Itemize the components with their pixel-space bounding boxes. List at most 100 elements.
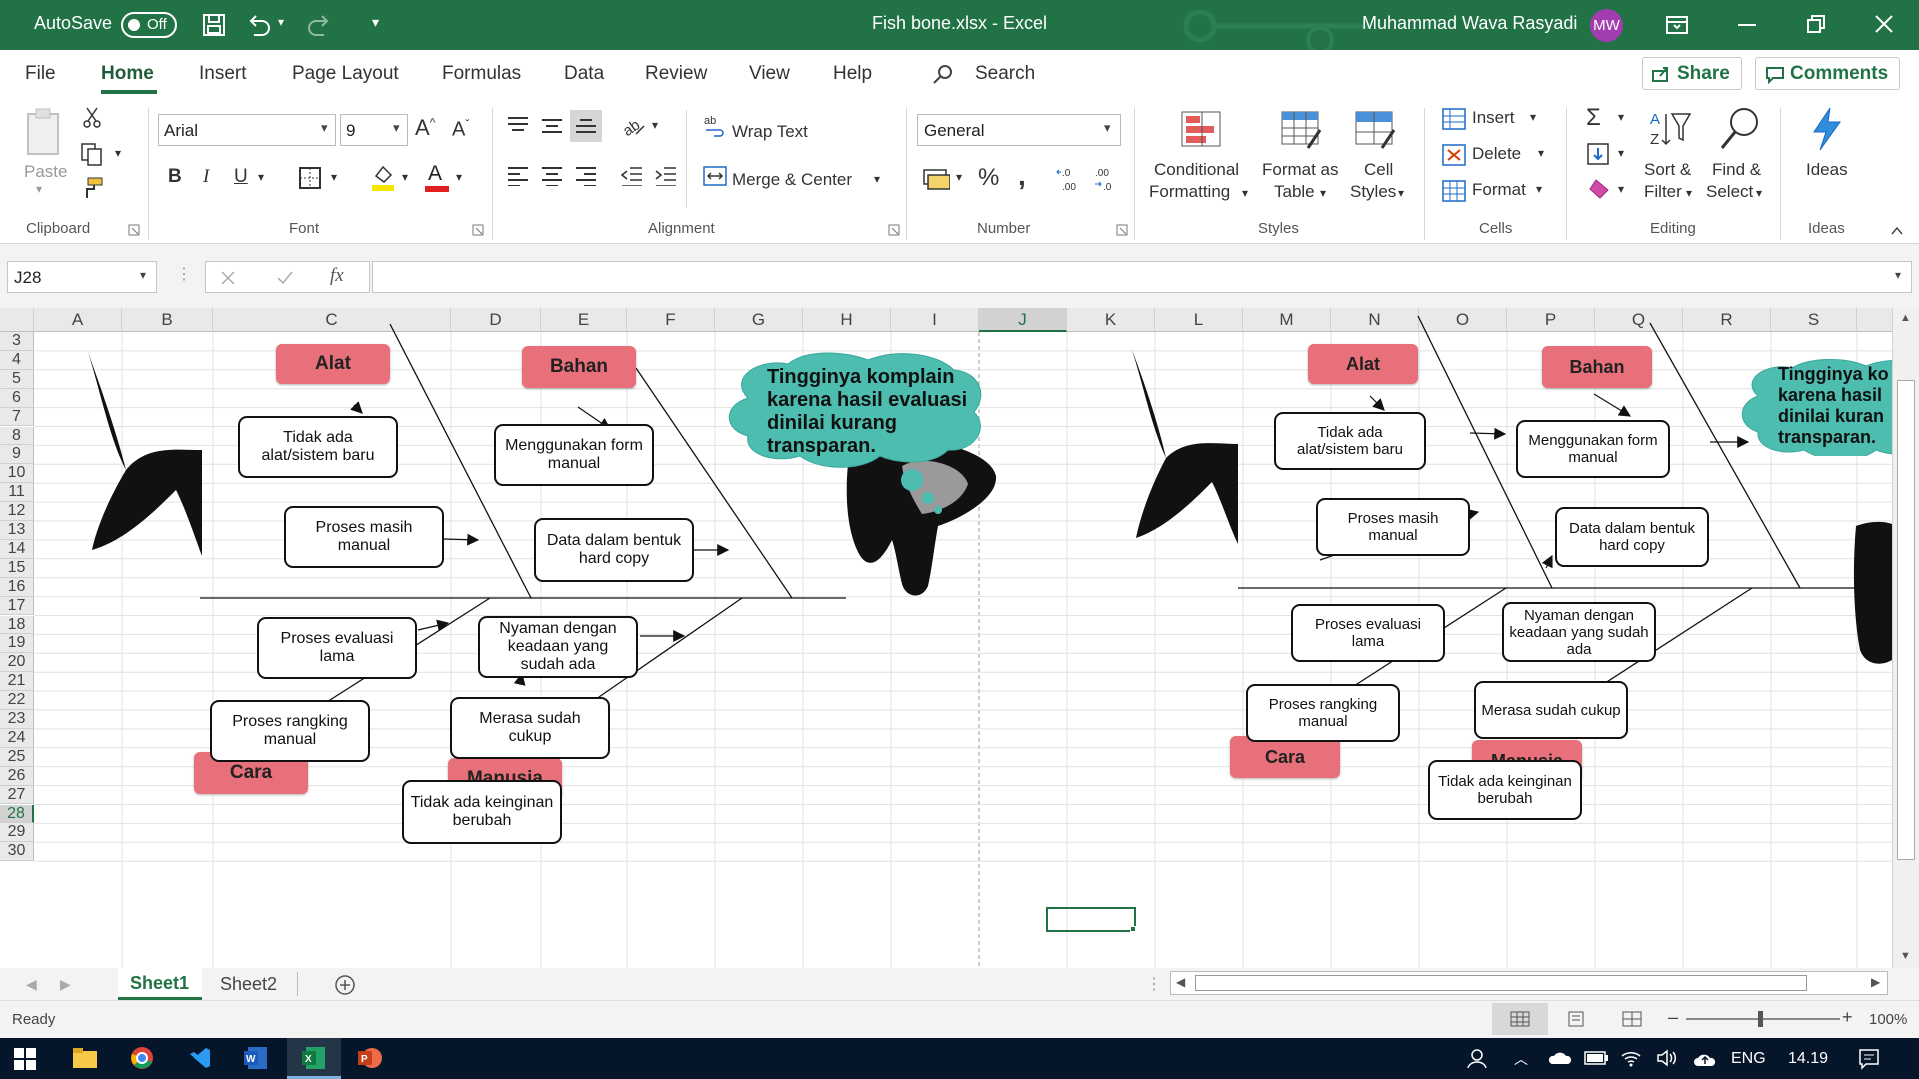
volume-icon[interactable] bbox=[1656, 1049, 1678, 1067]
row-header[interactable]: 13 bbox=[0, 521, 34, 540]
scroll-up-icon[interactable]: ▲ bbox=[1900, 312, 1911, 324]
page-break-view-icon[interactable] bbox=[1622, 1011, 1642, 1027]
scroll-right-icon[interactable]: ▶ bbox=[1871, 975, 1881, 989]
insert-cells-button[interactable]: Insert bbox=[1472, 108, 1515, 127]
column-header[interactable]: L bbox=[1155, 308, 1243, 332]
copy-dropdown-icon[interactable]: ▾ bbox=[115, 146, 122, 160]
customize-toolbar-icon[interactable]: ▾ bbox=[372, 14, 380, 30]
format-cells-icon[interactable] bbox=[1442, 180, 1466, 202]
row-header[interactable]: 21 bbox=[0, 672, 34, 692]
font-name-select[interactable]: Arial ▾ bbox=[158, 114, 336, 146]
chrome-icon[interactable] bbox=[130, 1046, 154, 1070]
column-header[interactable]: A bbox=[34, 308, 122, 332]
category-alat[interactable]: Alat bbox=[276, 344, 390, 384]
row-header[interactable]: 17 bbox=[0, 596, 34, 616]
tab-home[interactable]: Home bbox=[101, 63, 154, 84]
vscode-icon[interactable] bbox=[188, 1046, 212, 1070]
underline-dropdown-icon[interactable]: ▾ bbox=[258, 170, 265, 184]
cause-box[interactable]: Proses rangking manual bbox=[1246, 684, 1400, 742]
undo-icon[interactable] bbox=[246, 13, 272, 37]
close-icon[interactable] bbox=[1874, 14, 1894, 34]
page-layout-view-icon[interactable] bbox=[1566, 1011, 1586, 1027]
column-header[interactable]: M bbox=[1243, 308, 1331, 332]
row-header[interactable]: 12 bbox=[0, 502, 34, 521]
merge-dropdown-icon[interactable]: ▾ bbox=[874, 172, 881, 186]
restore-icon[interactable] bbox=[1806, 14, 1826, 34]
column-header[interactable]: H bbox=[803, 308, 891, 332]
row-header[interactable]: 10 bbox=[0, 464, 34, 484]
borders-dropdown-icon[interactable]: ▾ bbox=[331, 170, 338, 184]
zoom-out-icon[interactable]: – bbox=[1668, 1007, 1679, 1027]
cause-box[interactable]: Merasa sudah cukup bbox=[1474, 681, 1628, 739]
find-select-button[interactable]: Find & bbox=[1712, 160, 1762, 179]
show-hidden-icons-icon[interactable]: ︿ bbox=[1514, 1051, 1528, 1067]
chevron-down-icon[interactable]: ▾ bbox=[1536, 182, 1543, 196]
category-cara[interactable]: Cara bbox=[1230, 736, 1340, 778]
comments-button[interactable]: Comments bbox=[1755, 57, 1900, 90]
row-header[interactable]: 6 bbox=[0, 388, 34, 408]
orientation-dropdown-icon[interactable]: ▾ bbox=[652, 118, 659, 132]
powerpoint-icon[interactable]: P bbox=[358, 1046, 382, 1070]
format-cells-button[interactable]: Format bbox=[1472, 180, 1526, 199]
delete-cells-button[interactable]: Delete bbox=[1472, 144, 1522, 163]
row-header[interactable]: 23 bbox=[0, 710, 34, 729]
conditional-formatting-button[interactable]: Conditional bbox=[1154, 160, 1240, 179]
onedrive-icon[interactable] bbox=[1546, 1050, 1572, 1066]
column-header[interactable]: E bbox=[541, 308, 627, 332]
row-header[interactable]: 25 bbox=[0, 747, 34, 767]
row-header[interactable]: 29 bbox=[0, 823, 34, 843]
cause-box[interactable]: Proses evaluasi lama bbox=[1291, 604, 1445, 662]
accounting-dropdown-icon[interactable]: ▾ bbox=[956, 170, 963, 184]
search-icon[interactable] bbox=[932, 63, 954, 85]
cause-box[interactable]: Proses masih manual bbox=[284, 506, 444, 568]
scroll-down-icon[interactable]: ▼ bbox=[1900, 950, 1911, 962]
chevron-down-icon[interactable]: ▾ bbox=[1538, 146, 1545, 160]
tab-formulas[interactable]: Formulas bbox=[442, 63, 522, 84]
decrease-indent-icon[interactable] bbox=[620, 166, 644, 186]
number-format-select[interactable]: General ▾ bbox=[917, 114, 1121, 146]
percent-icon[interactable]: % bbox=[978, 164, 1000, 191]
cause-box[interactable]: Proses evaluasi lama bbox=[257, 617, 417, 679]
column-header[interactable]: K bbox=[1067, 308, 1155, 332]
cause-box[interactable]: Tidak ada alat/sistem baru bbox=[1274, 412, 1426, 470]
notifications-icon[interactable] bbox=[1858, 1048, 1880, 1070]
row-header[interactable]: 28 bbox=[0, 804, 34, 824]
cause-box[interactable]: Data dalam bentuk hard copy bbox=[1555, 507, 1709, 567]
autosave-toggle[interactable]: Off bbox=[121, 12, 177, 38]
chevron-down-icon[interactable]: ▾ bbox=[1398, 186, 1405, 200]
paste-icon[interactable] bbox=[24, 106, 64, 158]
collapse-ribbon-icon[interactable] bbox=[1890, 224, 1904, 236]
expand-formula-icon[interactable]: ▾ bbox=[1895, 268, 1902, 282]
font-size-select[interactable]: 9 ▾ bbox=[340, 114, 408, 146]
increase-font-size-icon[interactable]: A^ bbox=[415, 115, 436, 140]
chevron-down-icon[interactable]: ▾ bbox=[1686, 186, 1693, 200]
cause-box[interactable]: Nyaman dengan keadaan yang sudah ada bbox=[478, 616, 638, 678]
row-header[interactable]: 9 bbox=[0, 445, 34, 465]
insert-function-icon[interactable]: fx bbox=[330, 265, 344, 286]
row-header[interactable]: 22 bbox=[0, 691, 34, 710]
people-icon[interactable] bbox=[1466, 1048, 1488, 1070]
fill-handle[interactable] bbox=[1130, 926, 1136, 932]
cause-box[interactable]: Tidak ada keinginan berubah bbox=[1428, 760, 1582, 820]
scroll-left-icon[interactable]: ◀ bbox=[1176, 975, 1186, 989]
cause-box[interactable]: Menggunakan form manual bbox=[494, 424, 654, 486]
zoom-slider[interactable] bbox=[1686, 1011, 1840, 1027]
formula-input[interactable]: ▾ bbox=[372, 261, 1912, 293]
zoom-level[interactable]: 100% bbox=[1869, 1011, 1908, 1028]
increase-decimal-icon[interactable]: .0.00 bbox=[1056, 166, 1084, 192]
clipboard-launcher-icon[interactable] bbox=[128, 224, 140, 236]
tab-review[interactable]: Review bbox=[645, 63, 708, 84]
language-indicator[interactable]: ENG bbox=[1731, 1050, 1766, 1067]
row-header[interactable]: 26 bbox=[0, 766, 34, 786]
select-all-corner[interactable] bbox=[0, 308, 34, 332]
scroll-thumb[interactable] bbox=[1195, 975, 1807, 991]
wifi-icon[interactable] bbox=[1620, 1048, 1642, 1068]
paste-dropdown-icon[interactable]: ▾ bbox=[36, 182, 43, 196]
prev-sheet-icon[interactable]: ◀ bbox=[26, 976, 37, 992]
cause-box[interactable]: Nyaman dengan keadaan yang sudah ada bbox=[1502, 602, 1656, 662]
ribbon-display-options-icon[interactable] bbox=[1665, 14, 1689, 36]
chevron-down-icon[interactable]: ▾ bbox=[1618, 182, 1625, 196]
row-header[interactable]: 5 bbox=[0, 369, 34, 389]
row-header[interactable]: 8 bbox=[0, 426, 34, 446]
tab-view[interactable]: View bbox=[749, 63, 790, 84]
